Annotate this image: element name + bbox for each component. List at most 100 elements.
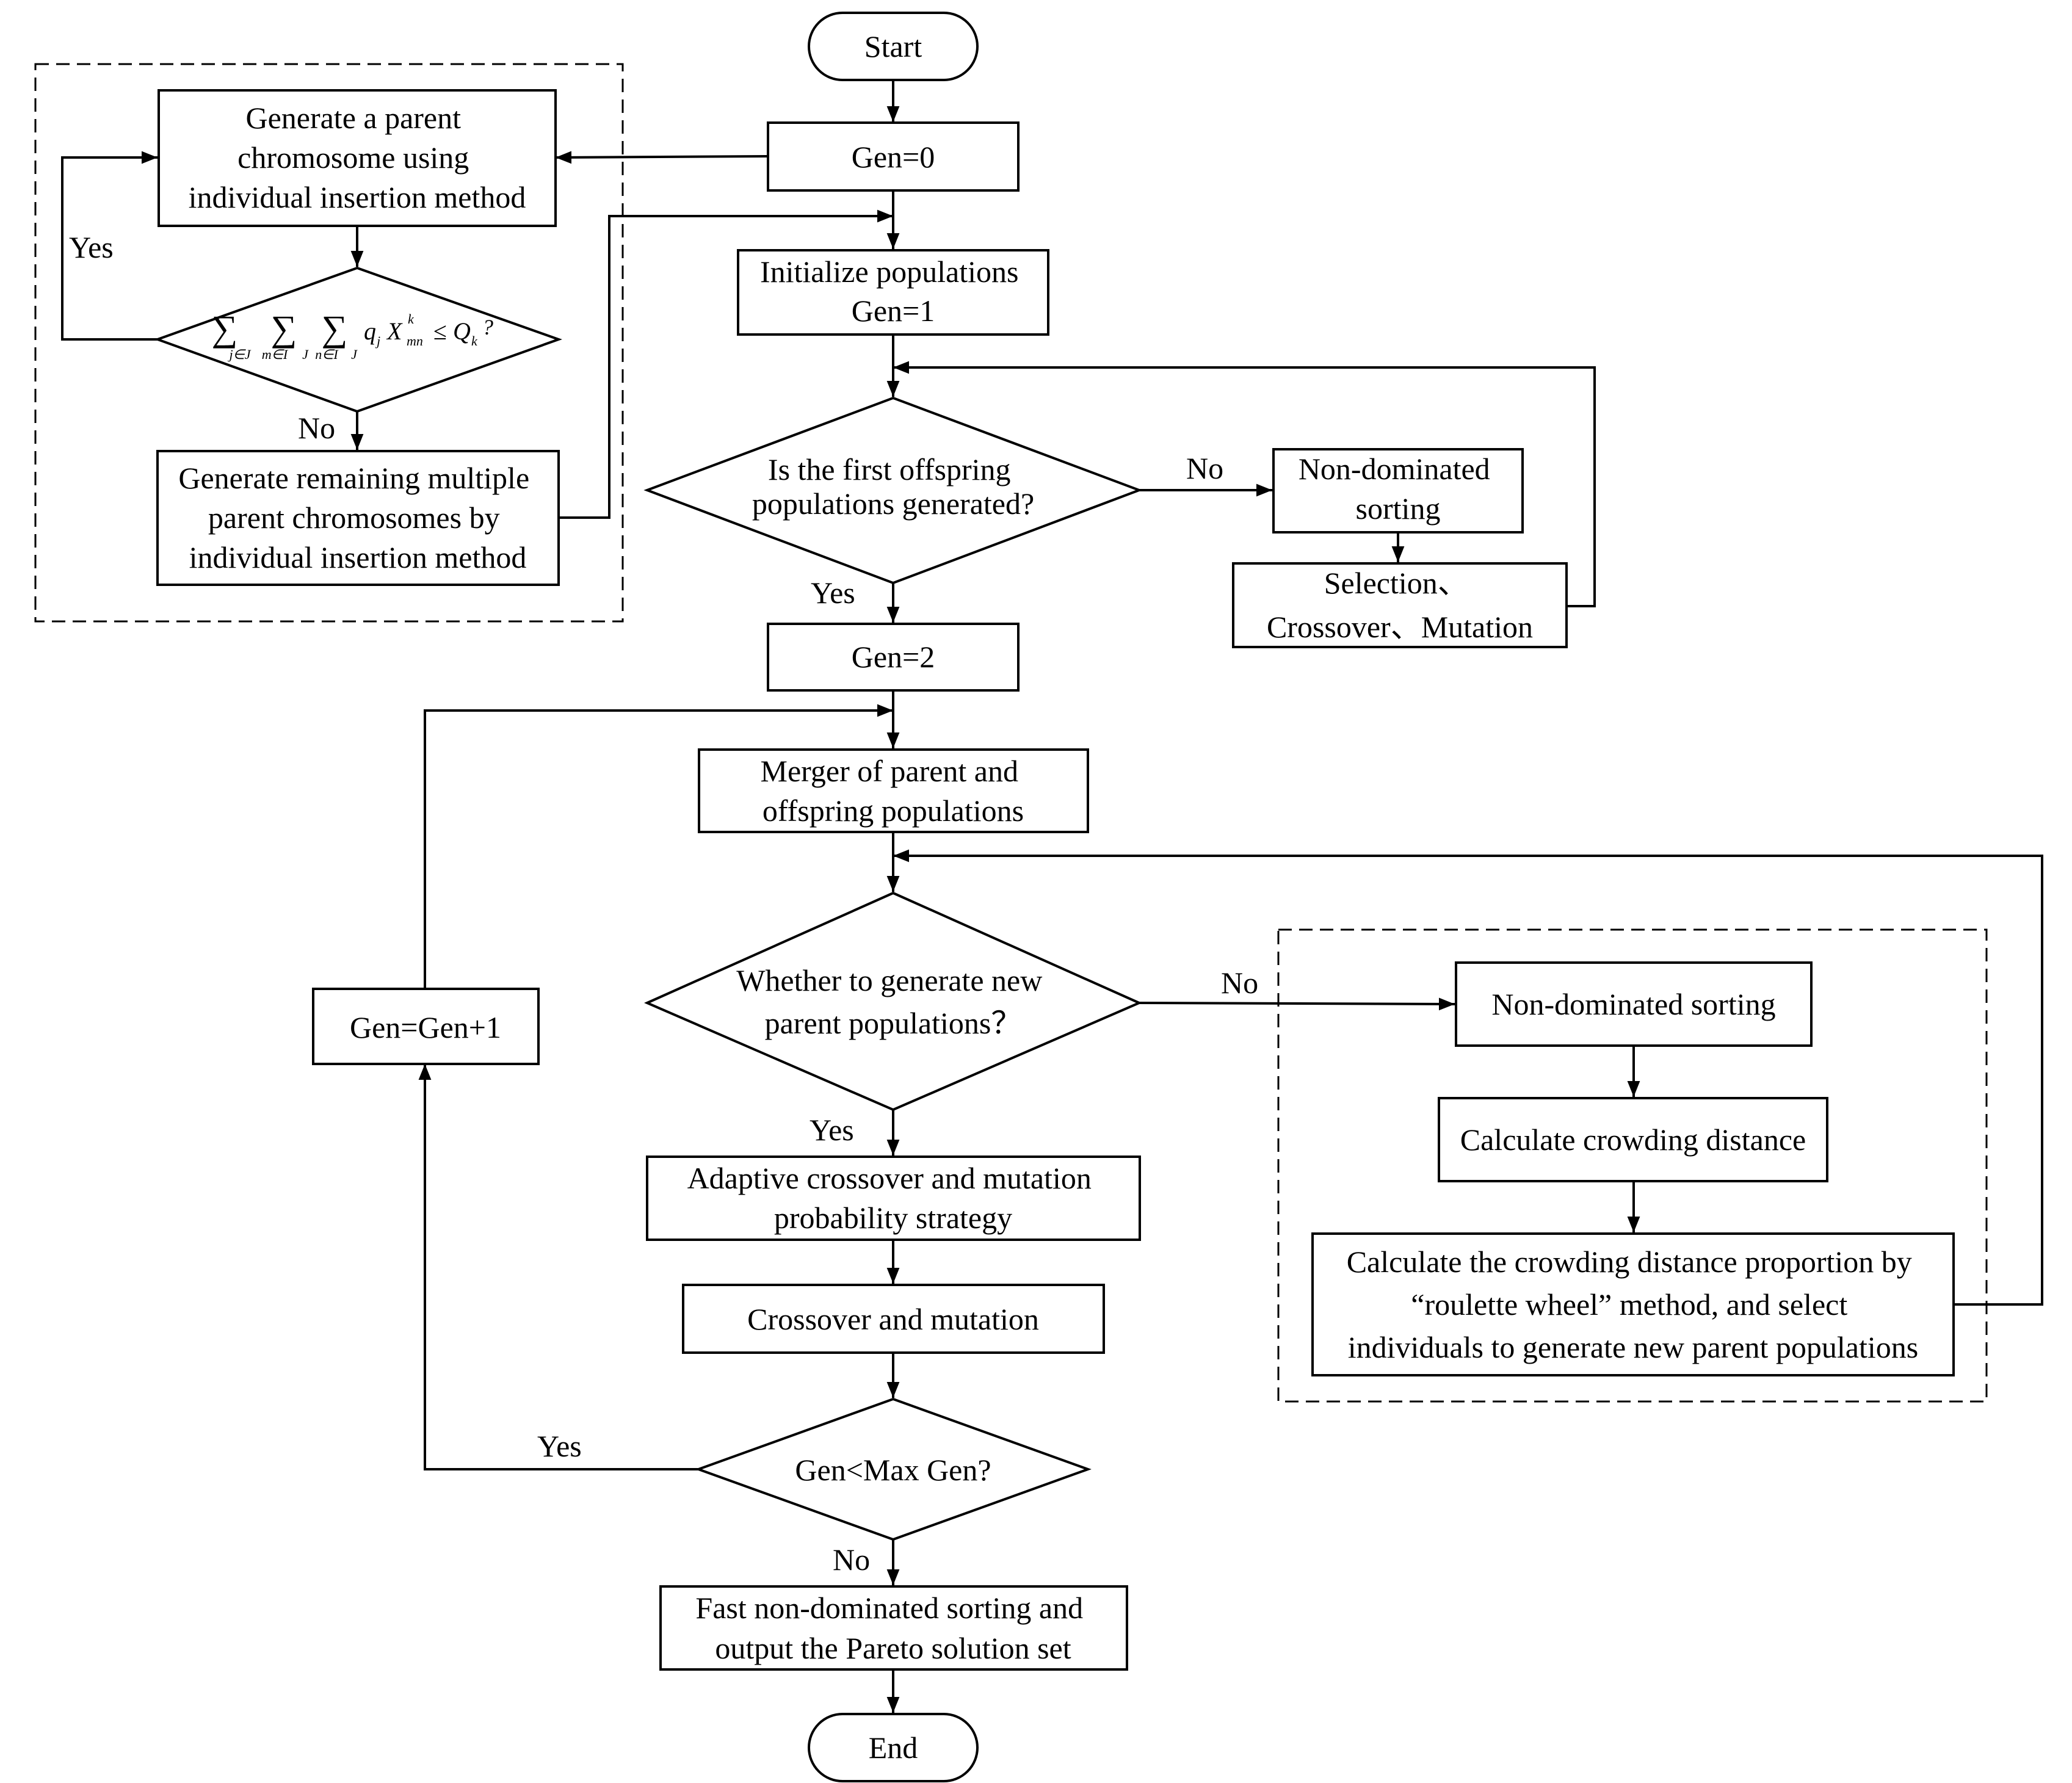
edge-gen0-genparent bbox=[555, 151, 769, 164]
adaptive-line-2: probability strategy bbox=[774, 1201, 1012, 1235]
yes-label-capacity: Yes bbox=[69, 230, 114, 264]
gen-inc-box bbox=[312, 988, 540, 1065]
nd-sorting-2-label: Non-dominated sorting bbox=[1491, 987, 1775, 1021]
max-gen-label: Gen<Max Gen? bbox=[795, 1453, 991, 1487]
sel-cross-mut-label: Selection、 Crossover、Mutation bbox=[1267, 566, 1533, 644]
edge-check-yes-loop bbox=[61, 151, 158, 341]
roulette-label: Calculate the crowding distance proporti… bbox=[1347, 1245, 1920, 1364]
start-terminal bbox=[808, 12, 979, 81]
gen-inc-label: Gen=Gen+1 bbox=[350, 1010, 501, 1044]
new-parent-line-1: Whether to generate new bbox=[736, 963, 1042, 997]
edge-newq-no bbox=[1139, 997, 1455, 1011]
gen-parent-line-3: individual insertion method bbox=[189, 180, 526, 214]
cross-mut-label: Crossover and mutation bbox=[747, 1302, 1039, 1336]
nd-sorting-1-label: Non-dominated sorting bbox=[1299, 452, 1498, 526]
yes-label-new-parent: Yes bbox=[810, 1113, 854, 1147]
roulette-line-1: Calculate the crowding distance proporti… bbox=[1347, 1245, 1912, 1279]
nd-sorting-1-line-1: Non-dominated bbox=[1299, 452, 1490, 486]
crowding-label: Calculate crowding distance bbox=[1460, 1123, 1806, 1157]
init-pop-line-1: Initialize populations bbox=[760, 255, 1019, 289]
sum-sub-1: j∈J bbox=[227, 347, 251, 362]
gen-parent-label: Generate a parent chromosome using indiv… bbox=[189, 101, 526, 214]
sum-sub-4: n∈I bbox=[315, 347, 339, 362]
formula-qmark: ? bbox=[482, 315, 493, 339]
gen0-box bbox=[767, 121, 1020, 192]
gen-remaining-line-1: Generate remaining multiple bbox=[178, 461, 529, 495]
formula-leq: ≤ bbox=[433, 317, 447, 345]
merger-line-1: Merger of parent and bbox=[760, 754, 1018, 788]
formula-x-sup: k bbox=[408, 311, 415, 327]
sum-sign-1: ∑ bbox=[212, 308, 238, 349]
no-label-new-parent: No bbox=[1221, 966, 1258, 1000]
selection-group-dashed-box bbox=[1277, 928, 1988, 1403]
edge-inc-to-merger bbox=[424, 704, 893, 988]
sel-cross-mut-line-1: Selection、 bbox=[1324, 566, 1468, 600]
gen-parent-line-1: Generate a parent bbox=[245, 101, 461, 135]
adaptive-label: Adaptive crossover and mutation probabil… bbox=[687, 1161, 1099, 1235]
end-label: End bbox=[869, 1731, 918, 1765]
capacity-check-diamond bbox=[154, 266, 562, 413]
gen-remaining-label: Generate remaining multiple parent chrom… bbox=[178, 461, 537, 574]
yes-label-max-gen: Yes bbox=[537, 1429, 582, 1463]
sel-cross-mut-box bbox=[1232, 562, 1568, 648]
crowding-box bbox=[1438, 1097, 1828, 1182]
merger-line-2: offspring populations bbox=[763, 794, 1024, 828]
edge-maxq-yes bbox=[418, 1064, 698, 1470]
no-label-max-gen: No bbox=[833, 1542, 870, 1577]
formula-Q: Q bbox=[453, 317, 471, 345]
gen-remaining-box bbox=[156, 450, 560, 586]
first-offspring-line-2: populations generated? bbox=[752, 486, 1034, 521]
max-gen-diamond bbox=[695, 1397, 1092, 1541]
roulette-box bbox=[1311, 1232, 1955, 1376]
formula-Q-sub: k bbox=[471, 333, 478, 349]
init-pop-label: Initialize populations Gen=1 bbox=[760, 255, 1026, 328]
first-offspring-label: Is the first offspring populations gener… bbox=[752, 452, 1034, 521]
new-parent-label: Whether to generate new parent populatio… bbox=[736, 963, 1050, 1040]
no-label-first-offspring: No bbox=[1186, 451, 1223, 485]
new-parent-diamond bbox=[644, 891, 1142, 1112]
edge-remaining-to-init bbox=[559, 209, 893, 519]
sum-sub-2: m∈I bbox=[262, 347, 289, 362]
yes-label-first-offspring: Yes bbox=[811, 576, 855, 610]
nd-sorting-1-line-2: sorting bbox=[1356, 491, 1441, 526]
fast-nd-label: Fast non-dominated sorting and output th… bbox=[695, 1591, 1090, 1665]
nd-sorting-2-box bbox=[1455, 961, 1813, 1047]
sum-sign-3: ∑ bbox=[322, 308, 348, 349]
adaptive-box bbox=[646, 1156, 1141, 1241]
edge-roulette-loop bbox=[893, 849, 2043, 1306]
fast-nd-line-2: output the Pareto solution set bbox=[715, 1631, 1071, 1665]
roulette-line-2: “roulette wheel” method, and select bbox=[1411, 1287, 1847, 1322]
cross-mut-box bbox=[682, 1284, 1105, 1354]
formula-x: X bbox=[386, 317, 403, 345]
roulette-line-3: individuals to generate new parent popul… bbox=[1348, 1330, 1918, 1364]
gen-remaining-line-2: parent chromosomes by bbox=[208, 501, 500, 535]
sum-sub-3: J bbox=[302, 347, 309, 362]
first-offspring-diamond bbox=[643, 396, 1143, 585]
new-parent-line-2: parent populations？ bbox=[765, 1006, 1022, 1040]
formula-x-sub: mn bbox=[407, 333, 423, 349]
gen0-label: Gen=0 bbox=[852, 140, 935, 174]
init-group-dashed-box bbox=[34, 63, 624, 623]
adaptive-line-1: Adaptive crossover and mutation bbox=[687, 1161, 1092, 1195]
start-label: Start bbox=[864, 29, 922, 63]
capacity-formula: ∑ j∈J ∑ m∈I J ∑ n∈I J q j X k mn ≤ Q k ? bbox=[212, 308, 493, 362]
fast-nd-box bbox=[659, 1585, 1128, 1671]
fast-nd-line-1: Fast non-dominated sorting and bbox=[695, 1591, 1083, 1625]
gen-parent-line-2: chromosome using bbox=[237, 140, 469, 175]
first-offspring-line-1: Is the first offspring bbox=[768, 452, 1011, 486]
gen2-label: Gen=2 bbox=[852, 640, 935, 674]
sum-sign-2: ∑ bbox=[271, 308, 297, 349]
end-terminal bbox=[808, 1713, 979, 1782]
merger-label: Merger of parent and offspring populatio… bbox=[760, 754, 1026, 828]
formula-q-sub: j bbox=[375, 333, 380, 349]
gen-remaining-line-3: individual insertion method bbox=[189, 540, 527, 574]
merger-box bbox=[698, 748, 1089, 833]
sel-cross-mut-line-2: Crossover、Mutation bbox=[1267, 610, 1533, 644]
nd-sorting-1-box bbox=[1272, 448, 1524, 533]
init-pop-box bbox=[737, 249, 1049, 336]
gen2-box bbox=[767, 623, 1020, 692]
sum-sub-5: J bbox=[351, 347, 358, 362]
formula-q: q bbox=[364, 317, 376, 345]
edge-loop-to-firstq bbox=[893, 361, 1596, 607]
